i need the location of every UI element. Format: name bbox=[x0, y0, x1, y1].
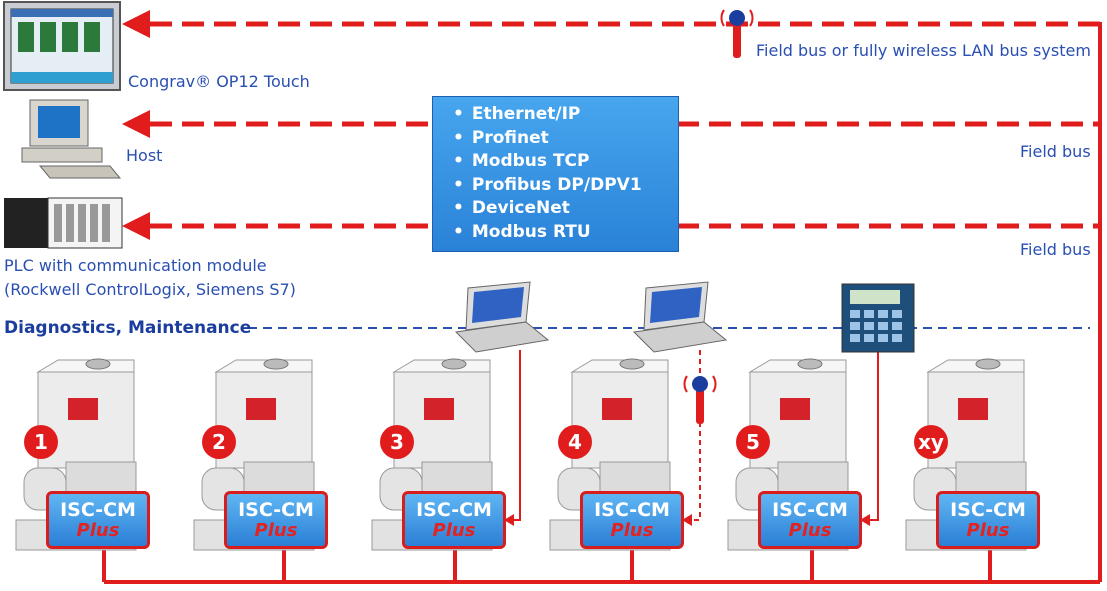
protocol-list: Ethernet/IPProfinetModbus TCPProfibus DP… bbox=[433, 97, 678, 244]
plc-icon bbox=[4, 197, 123, 249]
keypad-terminal-icon bbox=[841, 283, 915, 353]
feeder-number-badge: 2 bbox=[202, 425, 236, 459]
feeder-number-badge: xy bbox=[914, 425, 948, 459]
trunk-bus bbox=[102, 22, 1102, 584]
feeder-number-badge: 5 bbox=[736, 425, 770, 459]
module-variant: Plus bbox=[610, 520, 654, 541]
fieldbus-label-1: Field bus bbox=[1020, 142, 1091, 161]
op12-touch-panel-icon bbox=[3, 1, 121, 91]
protocol-item: Ethernet/IP bbox=[453, 103, 678, 127]
field-bus-lines bbox=[150, 21, 1100, 229]
laptop-2-icon bbox=[632, 281, 728, 353]
feeder-number-badge: 3 bbox=[380, 425, 414, 459]
protocol-item: DeviceNet bbox=[453, 197, 678, 221]
module-variant: Plus bbox=[254, 520, 298, 541]
module-name: ISC-CM bbox=[416, 499, 492, 521]
module-variant: Plus bbox=[788, 520, 832, 541]
wireless-antenna-4-icon bbox=[683, 375, 717, 424]
wireless-label: Field bus or fully wireless LAN bus syst… bbox=[756, 41, 1091, 60]
op12-label: Congrav® OP12 Touch bbox=[128, 72, 310, 91]
module-name: ISC-CM bbox=[950, 499, 1026, 521]
plc-label-line2: (Rockwell ControlLogix, Siemens S7) bbox=[4, 280, 296, 299]
protocol-item: Modbus TCP bbox=[453, 150, 678, 174]
module-variant: Plus bbox=[966, 520, 1010, 541]
module-variant: Plus bbox=[76, 520, 120, 541]
protocol-item: Profibus DP/DPV1 bbox=[453, 174, 678, 198]
module-name: ISC-CM bbox=[238, 499, 314, 521]
module-name: ISC-CM bbox=[594, 499, 670, 521]
wireless-antenna-icon bbox=[720, 9, 754, 58]
host-computer-icon bbox=[21, 99, 122, 179]
feeder-machine-icon bbox=[15, 358, 137, 551]
protocol-item: Profinet bbox=[453, 127, 678, 151]
fieldbus-label-2: Field bus bbox=[1020, 240, 1091, 259]
feeder-number-badge: 4 bbox=[558, 425, 592, 459]
laptop-1-icon bbox=[454, 281, 550, 353]
feeder-number-badge: 1 bbox=[24, 425, 58, 459]
module-variant: Plus bbox=[432, 520, 476, 541]
module-name: ISC-CM bbox=[60, 499, 136, 521]
arrow-heads bbox=[122, 10, 150, 240]
protocols-box: Ethernet/IPProfinetModbus TCPProfibus DP… bbox=[432, 96, 679, 252]
plc-label-line1: PLC with communication module bbox=[4, 256, 267, 275]
protocol-item: Modbus RTU bbox=[453, 221, 678, 245]
feeder-machine-icon bbox=[905, 358, 1027, 551]
host-label: Host bbox=[126, 146, 163, 165]
diagnostics-label: Diagnostics, Maintenance bbox=[4, 318, 252, 338]
module-name: ISC-CM bbox=[772, 499, 848, 521]
